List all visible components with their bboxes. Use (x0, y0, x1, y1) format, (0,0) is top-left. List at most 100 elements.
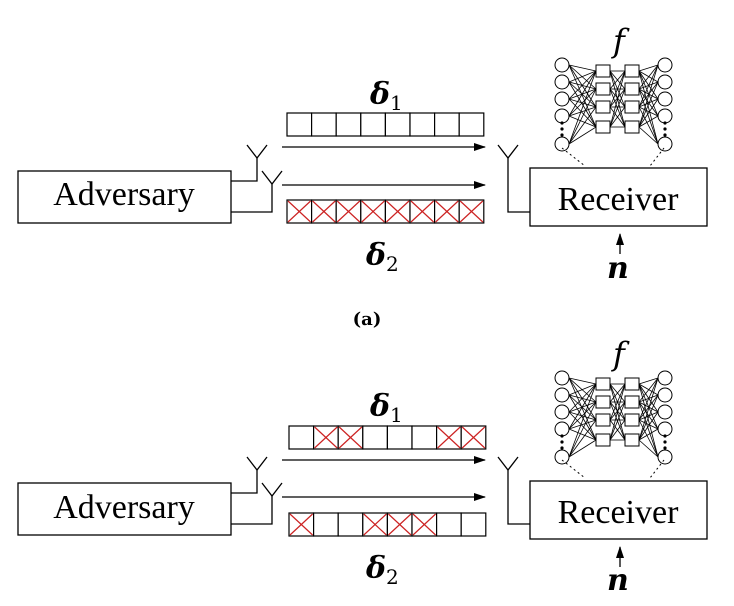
nn-hidden-node (595, 413, 611, 427)
nn-input-node (554, 449, 570, 465)
nn-edge (638, 419, 659, 458)
nn-link-left (561, 147, 586, 167)
nn-edge (568, 439, 597, 458)
nn-hidden-node (624, 377, 640, 391)
adversary-box (17, 482, 232, 536)
nn-output-node (657, 421, 673, 437)
nn-ellipsis-dot (663, 446, 667, 450)
nn-edge (638, 64, 659, 108)
nn-edge (638, 377, 659, 441)
nn-edge (568, 419, 597, 430)
sequence-cell (460, 512, 487, 537)
nn-edge (638, 428, 659, 441)
nn-hidden-node (595, 64, 611, 78)
nn-edge (568, 126, 597, 145)
sequence-cell (409, 112, 436, 137)
sequence-cell (458, 112, 485, 137)
nn-edge (568, 401, 597, 430)
nn-edge (638, 115, 659, 128)
nn-hidden-node (595, 100, 611, 114)
nn-input-node (554, 421, 570, 437)
nn-output-node (657, 449, 673, 465)
caption-a: (a) (353, 309, 382, 330)
mask-cross-line (289, 513, 314, 536)
delta2-label: δ2 (365, 238, 399, 276)
nn-edge (609, 419, 626, 441)
nn-output-node (657, 136, 673, 152)
nn-output-node (657, 91, 673, 107)
mask-cross-line (437, 426, 461, 449)
nn-edge (568, 377, 597, 441)
nn-edge (638, 394, 659, 421)
delta2-sequence (286, 199, 485, 224)
mask-cross-line (385, 200, 410, 223)
receiver-feed (507, 470, 530, 525)
nn-edge (568, 64, 597, 128)
nn-input-node (554, 108, 570, 124)
delta1-label: δ1 (369, 389, 403, 427)
nn-edge (568, 70, 597, 145)
nn-edge (568, 394, 597, 441)
nn-edge (638, 377, 659, 421)
nn-edge (568, 115, 597, 128)
nn-edge (638, 411, 659, 421)
mask-cross-line (363, 513, 387, 536)
nn-edge (568, 401, 597, 458)
nn-link-right (649, 459, 665, 479)
sequence-cell (288, 425, 315, 450)
nn-input-node (554, 74, 570, 90)
sequence-cell (434, 112, 460, 137)
nn-ellipsis-dot (663, 127, 667, 131)
nn-edge (568, 428, 597, 441)
nn-edge (609, 383, 626, 421)
mask-cross-line (336, 200, 361, 223)
nn-ellipsis-dot (663, 440, 667, 444)
nn-edge (568, 383, 597, 458)
sequence-cell (313, 512, 339, 537)
sequence-cell (337, 512, 364, 537)
nn-edge (609, 70, 626, 108)
nn-edge (568, 70, 597, 117)
nn-edge (638, 106, 659, 145)
mask-cross-line (361, 200, 385, 223)
nn-hidden-node (624, 433, 640, 447)
mask-cross-line (410, 200, 435, 223)
nn-edge (638, 419, 659, 430)
antenna-feed-1 (231, 158, 258, 182)
nn-edge (638, 411, 659, 441)
nn-edge (609, 70, 626, 90)
function-label: f (611, 335, 630, 373)
nn-edge (638, 401, 659, 430)
receiver-antenna-icon (497, 144, 519, 160)
nn-hidden-node (624, 100, 640, 114)
nn-hidden-node (595, 82, 611, 96)
nn-edge (609, 383, 626, 441)
nn-edge (638, 70, 659, 117)
nn-hidden-node (595, 433, 611, 447)
nn-ellipsis-dot (663, 133, 667, 137)
nn-edge (638, 383, 659, 430)
mask-cross-line (387, 513, 412, 536)
nn-edge (638, 88, 659, 145)
nn-output-node (657, 370, 673, 386)
nn-hidden-node (624, 120, 640, 134)
antenna-feed-2 (231, 496, 273, 525)
nn-edge (638, 439, 659, 458)
nn-edge (568, 419, 597, 458)
mask-cross-line (435, 200, 459, 223)
panel-b: Adversary δ1 δ2 Receiver n f (17, 335, 708, 598)
nn-edge (568, 383, 597, 430)
nn-hidden-node (595, 377, 611, 391)
nn-ellipsis-dot (560, 446, 564, 450)
nn-edge (638, 377, 659, 403)
nn-edge (609, 401, 626, 441)
nn-edge (568, 70, 597, 100)
noise-label: n (607, 563, 629, 598)
function-label: f (611, 22, 630, 60)
nn-edge (568, 411, 597, 441)
receiver-label: Receiver (558, 181, 679, 218)
nn-edge (638, 81, 659, 108)
mask-cross-line (338, 426, 363, 449)
nn-edge (638, 70, 659, 100)
nn-edge (568, 88, 597, 117)
